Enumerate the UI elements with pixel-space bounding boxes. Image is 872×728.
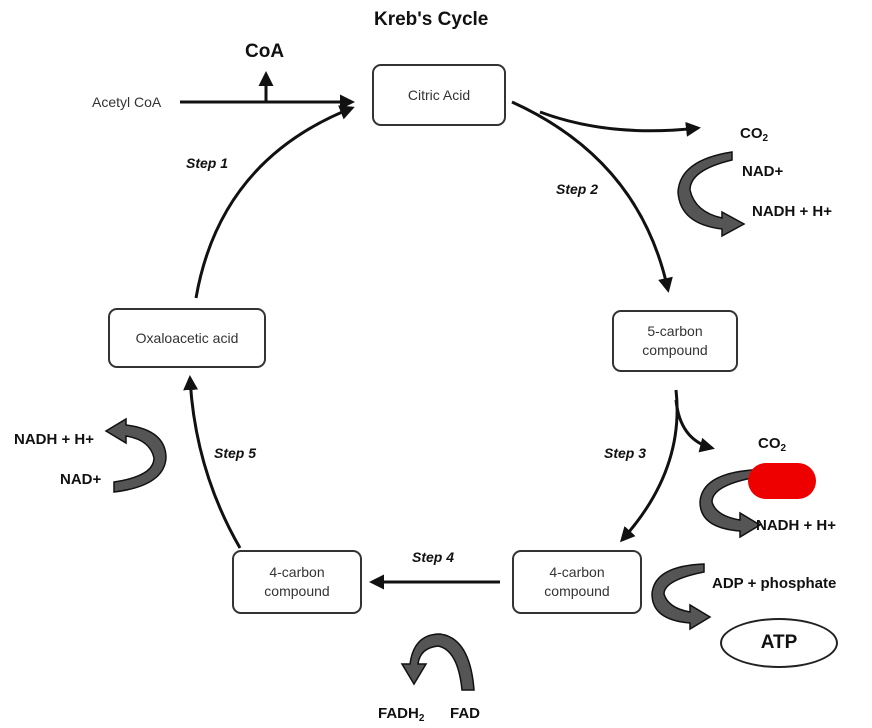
red-highlight-blob bbox=[748, 463, 816, 499]
curved-arrow-nad-left bbox=[104, 417, 167, 493]
fadh2-base: FADH bbox=[378, 705, 419, 722]
step-3-arrow bbox=[619, 389, 679, 543]
co2-mid-sub: 2 bbox=[780, 443, 787, 454]
step-2-arrow bbox=[511, 100, 673, 293]
curved-arrow-nad-top bbox=[677, 151, 746, 238]
nad-label-top: NAD+ bbox=[742, 163, 784, 180]
node-oxaloacetic-acid: Oxaloacetic acid bbox=[108, 308, 266, 368]
atp-label: ATP bbox=[760, 632, 798, 653]
co2-label-mid: CO2 bbox=[758, 436, 786, 454]
nadh-label-mid: NADH + H+ bbox=[756, 517, 837, 534]
step-5-arrow bbox=[183, 375, 242, 549]
node-four-carbon-left: 4-carbon compound bbox=[232, 550, 362, 614]
node-four-carbon-right: 4-carbon compound bbox=[512, 550, 642, 614]
nadh-label-left: NADH + H+ bbox=[14, 431, 95, 448]
step-1-label: Step 1 bbox=[186, 155, 229, 171]
co2-mid-base: CO bbox=[758, 435, 781, 452]
node-citric-acid-label: Citric Acid bbox=[407, 86, 471, 103]
step-3-label: Step 3 bbox=[604, 445, 647, 461]
curved-arrow-adp bbox=[651, 563, 712, 631]
nadh-label-top: NADH + H+ bbox=[752, 203, 833, 220]
diagram-title: Kreb's Cycle bbox=[374, 9, 489, 30]
fadh2-label: FADH2 bbox=[378, 706, 424, 724]
node-citric-acid: Citric Acid bbox=[372, 64, 506, 126]
adp-phosphate-label: ADP + phosphate bbox=[712, 575, 837, 592]
fad-label: FAD bbox=[450, 705, 480, 722]
coa-label: CoA bbox=[245, 41, 285, 62]
node-four-carbon-left-line1: 4-carbon bbox=[269, 564, 325, 581]
curved-arrow-nad-mid bbox=[699, 469, 762, 539]
step-1-arrow bbox=[194, 105, 355, 299]
node-five-carbon-line2: compound bbox=[642, 342, 708, 358]
co2-top-sub: 2 bbox=[762, 133, 769, 144]
acetyl-coa-label: Acetyl CoA bbox=[92, 94, 162, 110]
fadh2-sub: 2 bbox=[418, 713, 425, 724]
step-2-label: Step 2 bbox=[556, 181, 599, 197]
co2-branch-arrow-top bbox=[539, 110, 701, 137]
node-four-carbon-right-line1: 4-carbon bbox=[549, 564, 605, 581]
step-5-label: Step 5 bbox=[214, 445, 257, 461]
co2-label-top: CO2 bbox=[740, 126, 768, 144]
node-five-carbon-line1: 5-carbon bbox=[647, 323, 703, 340]
co2-branch-arrow-mid bbox=[674, 399, 715, 453]
node-four-carbon-left-line2: compound bbox=[264, 583, 330, 599]
curved-arrow-fad bbox=[400, 633, 475, 691]
co2-top-base: CO bbox=[740, 125, 763, 142]
atp-ellipse: ATP bbox=[720, 618, 838, 668]
node-four-carbon-right-line2: compound bbox=[544, 583, 610, 599]
step-4-label: Step 4 bbox=[412, 549, 455, 565]
node-oxaloacetic-label: Oxaloacetic acid bbox=[135, 329, 239, 346]
node-five-carbon: 5-carbon compound bbox=[612, 310, 738, 372]
nad-label-left: NAD+ bbox=[60, 471, 102, 488]
